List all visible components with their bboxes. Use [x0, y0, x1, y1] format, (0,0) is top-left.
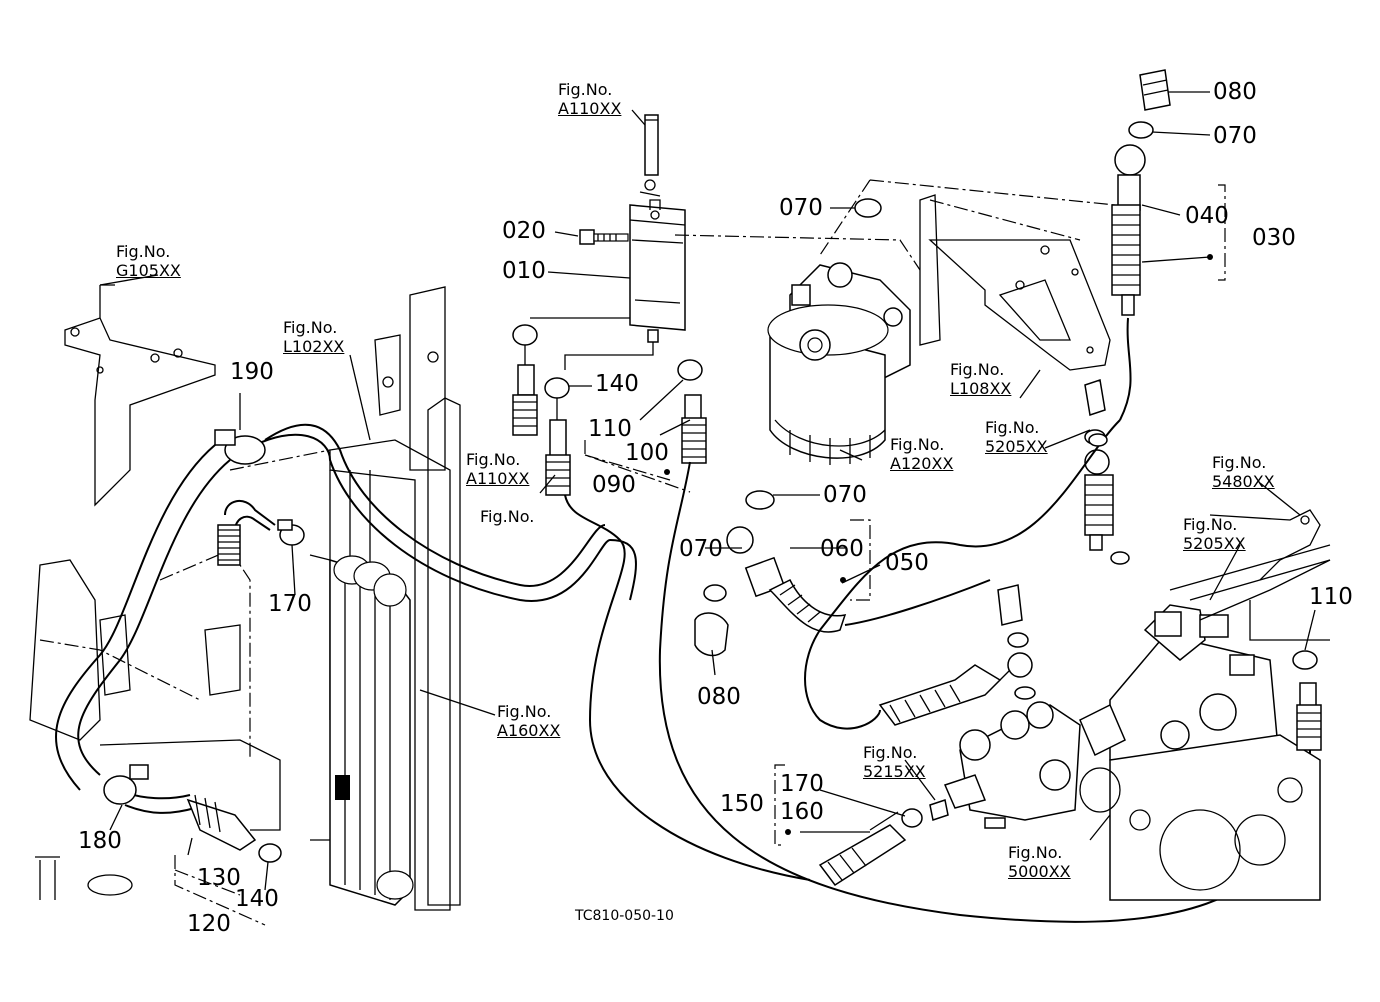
bolt-020: [579, 229, 629, 245]
fig-ref-5480[interactable]: Fig.No. 5480XX: [1212, 453, 1275, 491]
fig-ref-code: 5215XX: [863, 762, 926, 781]
fuel-line-main: [564, 494, 811, 881]
fig-ref-a110-mid[interactable]: Fig.No. A110XX: [466, 450, 529, 488]
fig-ref-caption: Fig.No.: [480, 507, 535, 526]
hose-140-group: [512, 317, 630, 496]
fig-ref-a120[interactable]: Fig.No. A120XX: [890, 435, 953, 473]
fig-ref-caption: Fig.No.: [1212, 453, 1267, 472]
fig-ref-code: A160XX: [497, 721, 561, 740]
fig-ref-a160[interactable]: Fig.No. A160XX: [497, 702, 560, 740]
fig-ref-code: 5205XX: [1183, 534, 1246, 553]
fig-ref-code: A110XX: [466, 469, 530, 488]
hose-100-group: [677, 359, 707, 464]
part-label-040: 040: [1185, 203, 1229, 229]
part-label-050: 050: [885, 550, 929, 576]
fig-ref-5000[interactable]: Fig.No. 5000XX: [1008, 843, 1071, 881]
fuel-pipe-5205: [1084, 379, 1114, 551]
hose-130: [186, 794, 257, 851]
part-label-070: 070: [823, 482, 867, 508]
feed-pump: [929, 701, 1121, 829]
part-label-060: 060: [820, 536, 864, 562]
part-label-180: 180: [78, 828, 122, 854]
fuel-pipe-050: [694, 490, 847, 657]
injection-pump: [1079, 559, 1331, 901]
part-label-070: 070: [1213, 123, 1257, 149]
part-label-140: 140: [235, 886, 279, 912]
fig-ref-5215[interactable]: Fig.No. 5215XX: [863, 743, 926, 781]
fig-ref-caption: Fig.No.: [985, 418, 1040, 437]
fig-ref-caption: Fig.No.: [1008, 843, 1063, 862]
washer-070-top: [854, 198, 882, 218]
part-label-190: 190: [230, 359, 274, 385]
leader-lines: [99, 91, 1316, 891]
fig-ref-code: L108XX: [950, 379, 1012, 398]
fig-ref-code: 5480XX: [1212, 472, 1275, 491]
fuel-line-050: [844, 579, 991, 626]
fig-ref-caption: Fig.No.: [558, 80, 613, 99]
fig-ref-caption: Fig.No.: [890, 435, 945, 454]
clamp-140-left: [258, 843, 282, 863]
fig-ref-5205-upper[interactable]: Fig.No. 5205XX: [985, 418, 1048, 456]
radiator-core: [309, 554, 414, 906]
fig-ref-code: 5205XX: [985, 437, 1048, 456]
frame-5480: [1169, 509, 1331, 641]
fig-ref-code: G105XX: [116, 261, 181, 280]
fig-ref-5205-lower[interactable]: Fig.No. 5205XX: [1183, 515, 1246, 553]
hose-110-right: [1292, 650, 1322, 751]
part-label-070: 070: [779, 195, 823, 221]
fuel-pipe-5215: [878, 584, 1036, 726]
fuel-pump-010: [564, 114, 686, 370]
fig-ref-g105[interactable]: Fig.No. G105XX: [116, 242, 181, 280]
part-label-110: 110: [588, 416, 632, 442]
clamp-190: [214, 429, 266, 465]
fig-ref-l108[interactable]: Fig.No. L108XX: [950, 360, 1011, 398]
fig-ref-code: A110XX: [558, 99, 622, 118]
fig-ref-l102[interactable]: Fig.No. L102XX: [283, 318, 344, 356]
part-label-110: 110: [1309, 584, 1353, 610]
fig-ref-partial[interactable]: Fig.No.: [480, 507, 534, 526]
part-label-010: 010: [502, 258, 546, 284]
left-bracket: [64, 284, 216, 507]
fuel-line-5205: [804, 419, 1121, 730]
fuel-pipe-030-line: [1119, 317, 1132, 421]
fig-ref-caption: Fig.No.: [863, 743, 918, 762]
fig-ref-code: L102XX: [283, 337, 345, 356]
washer-5205: [1088, 433, 1108, 447]
bracket-l108: [674, 179, 1116, 371]
hose-170-left-spring: [217, 524, 241, 566]
fuel-pipe-030: [1111, 69, 1171, 316]
fig-ref-a110-top[interactable]: Fig.No. A110XX: [558, 80, 621, 118]
part-label-090: 090: [592, 472, 636, 498]
left-panel: [29, 549, 281, 900]
fig-ref-code: 5000XX: [1008, 862, 1071, 881]
part-label-100: 100: [625, 440, 669, 466]
part-label-170: 170: [780, 771, 824, 797]
part-label-150: 150: [720, 791, 764, 817]
clamp-170-left: [277, 519, 305, 546]
part-label-080: 080: [697, 684, 741, 710]
fig-ref-caption: Fig.No.: [950, 360, 1005, 379]
drawing-code: TC810-050-10: [575, 908, 674, 924]
part-label-120: 120: [187, 911, 231, 937]
part-label-160: 160: [780, 799, 824, 825]
washer-5205-lower: [1110, 551, 1130, 565]
fig-ref-code: A120XX: [890, 454, 954, 473]
hose-150: [818, 808, 923, 887]
fuel-filter-assembly: [767, 262, 911, 465]
part-label-130: 130: [197, 865, 241, 891]
part-label-170: 170: [268, 591, 312, 617]
fig-ref-caption: Fig.No.: [497, 702, 552, 721]
fig-ref-caption: Fig.No.: [283, 318, 338, 337]
fig-ref-caption: Fig.No.: [116, 242, 171, 261]
fig-ref-caption: Fig.No.: [1183, 515, 1238, 534]
part-label-030: 030: [1252, 225, 1296, 251]
part-label-140: 140: [595, 371, 639, 397]
part-label-080: 080: [1213, 79, 1257, 105]
fig-ref-caption: Fig.No.: [466, 450, 521, 469]
clamp-180: [103, 764, 149, 805]
part-label-020: 020: [502, 218, 546, 244]
part-label-070: 070: [679, 536, 723, 562]
